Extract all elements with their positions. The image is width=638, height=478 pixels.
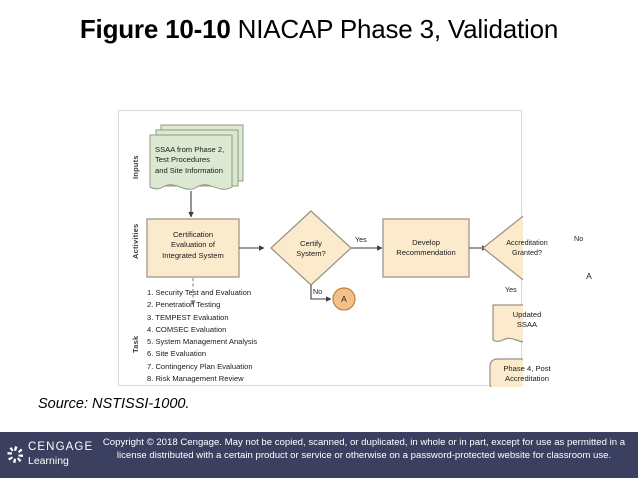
node-accreditation-decision	[482, 215, 523, 281]
cengage-logo-line1: CENGAGE	[28, 441, 94, 453]
footer-bar: CENGAGE Learning Copyright © 2018 Cengag…	[0, 432, 638, 478]
cengage-wordmark: CENGAGE Learning	[28, 441, 94, 467]
figure-frame: Inputs Activities Task	[118, 110, 592, 387]
page-title-text: NIACAP Phase 3, Validation	[230, 14, 559, 44]
connector-certify-a	[332, 287, 356, 311]
task-list-item: 2. Penetration Testing	[147, 300, 221, 310]
arrow-certify-no	[310, 285, 332, 302]
cengage-logo-line2: Learning	[28, 454, 69, 467]
task-list-item: 3. TEMPEST Evaluation	[147, 312, 229, 322]
task-list: 1. Security Test and Evaluation 2. Penet…	[147, 287, 257, 385]
task-list-item: 8. Risk Management Review	[147, 374, 244, 384]
page-title-figure-number: Figure 10-10	[79, 14, 231, 44]
source-note: Source: NSTISSI-1000.	[38, 396, 190, 412]
node-updated-ssaa	[492, 304, 523, 343]
edge-label-accreditation-no: No	[574, 234, 584, 243]
connector-label-certify-a: A	[341, 294, 347, 304]
cengage-starburst-icon	[7, 446, 23, 463]
copyright-text: Copyright © 2018 Cengage. May not be cop…	[102, 437, 626, 461]
edge-label-certify-yes: Yes	[355, 235, 367, 244]
task-list-item: 7. Contingency Plan Evaluation	[147, 361, 253, 371]
node-develop-recommendation	[382, 218, 470, 278]
node-certify-decision	[270, 210, 352, 286]
node-certification-evaluation	[146, 218, 240, 278]
page-title: Figure 10-10 NIACAP Phase 3, Validation	[40, 14, 598, 46]
cengage-logo: CENGAGE Learning	[4, 438, 92, 472]
inputs-document-stack	[149, 124, 244, 190]
node-phase4	[489, 358, 523, 387]
task-list-item: 6. Site Evaluation	[147, 349, 207, 359]
edge-label-certify-no: No	[313, 287, 323, 296]
task-list-item: 5. System Management Analysis	[147, 337, 258, 347]
connector-label-accreditation-a: A	[586, 271, 592, 281]
flowchart-svg	[146, 124, 523, 387]
task-list-item: 1. Security Test and Evaluation	[147, 288, 252, 297]
edge-label-accreditation-yes: Yes	[505, 285, 517, 294]
task-list-item: 4. COMSEC Evaluation	[147, 324, 227, 334]
